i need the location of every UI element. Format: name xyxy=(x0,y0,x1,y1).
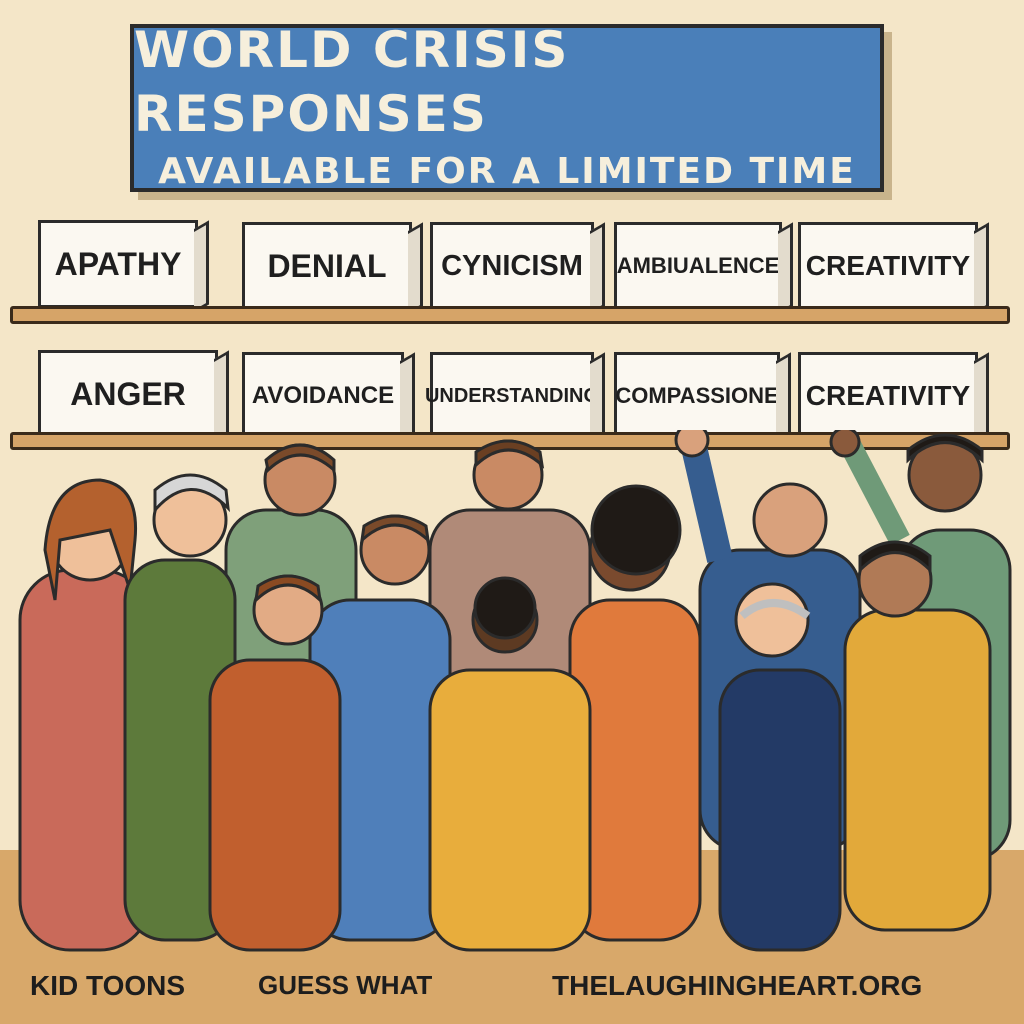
person-yellow-hoodie xyxy=(843,608,992,932)
credit-website: THELAUGHINGHEART.ORG xyxy=(552,970,923,1001)
box-avoidance: AVOIDANCE xyxy=(242,352,404,440)
credit-kid-toons: KID TOONS xyxy=(30,970,186,1001)
person-bald-navy xyxy=(718,668,842,952)
box-understanding: UNDERSTANDING xyxy=(425,352,599,440)
sign-title: WORLD CRISIS RESPONSES xyxy=(134,21,570,143)
box-creativity-bottom: CREATIVITY xyxy=(798,352,978,440)
person-child-yellow xyxy=(428,668,592,952)
box-cynicism: CYNICISM xyxy=(430,222,594,310)
box-ambiualence: AMBIUALENCE xyxy=(614,222,782,310)
box-apathy: APATHY xyxy=(38,220,198,308)
top-shelf xyxy=(10,306,1010,324)
crisis-responses-sign: WORLD CRISIS RESPONSES AVAILABLE FOR A L… xyxy=(130,21,884,192)
sign-subtitle: AVAILABLE FOR A LIMITED TIME xyxy=(158,151,856,192)
box-anger: ANGER xyxy=(38,350,218,438)
person-boy-brown xyxy=(208,658,342,952)
box-denial: DENIAL xyxy=(242,222,412,310)
box-creativity-top: CREATIVITY xyxy=(798,222,978,310)
crowd-illustration xyxy=(18,430,1012,952)
box-compassione: COMPASSIONE xyxy=(614,352,780,440)
credit-guess-what: GUESS WHAT xyxy=(258,970,433,1000)
